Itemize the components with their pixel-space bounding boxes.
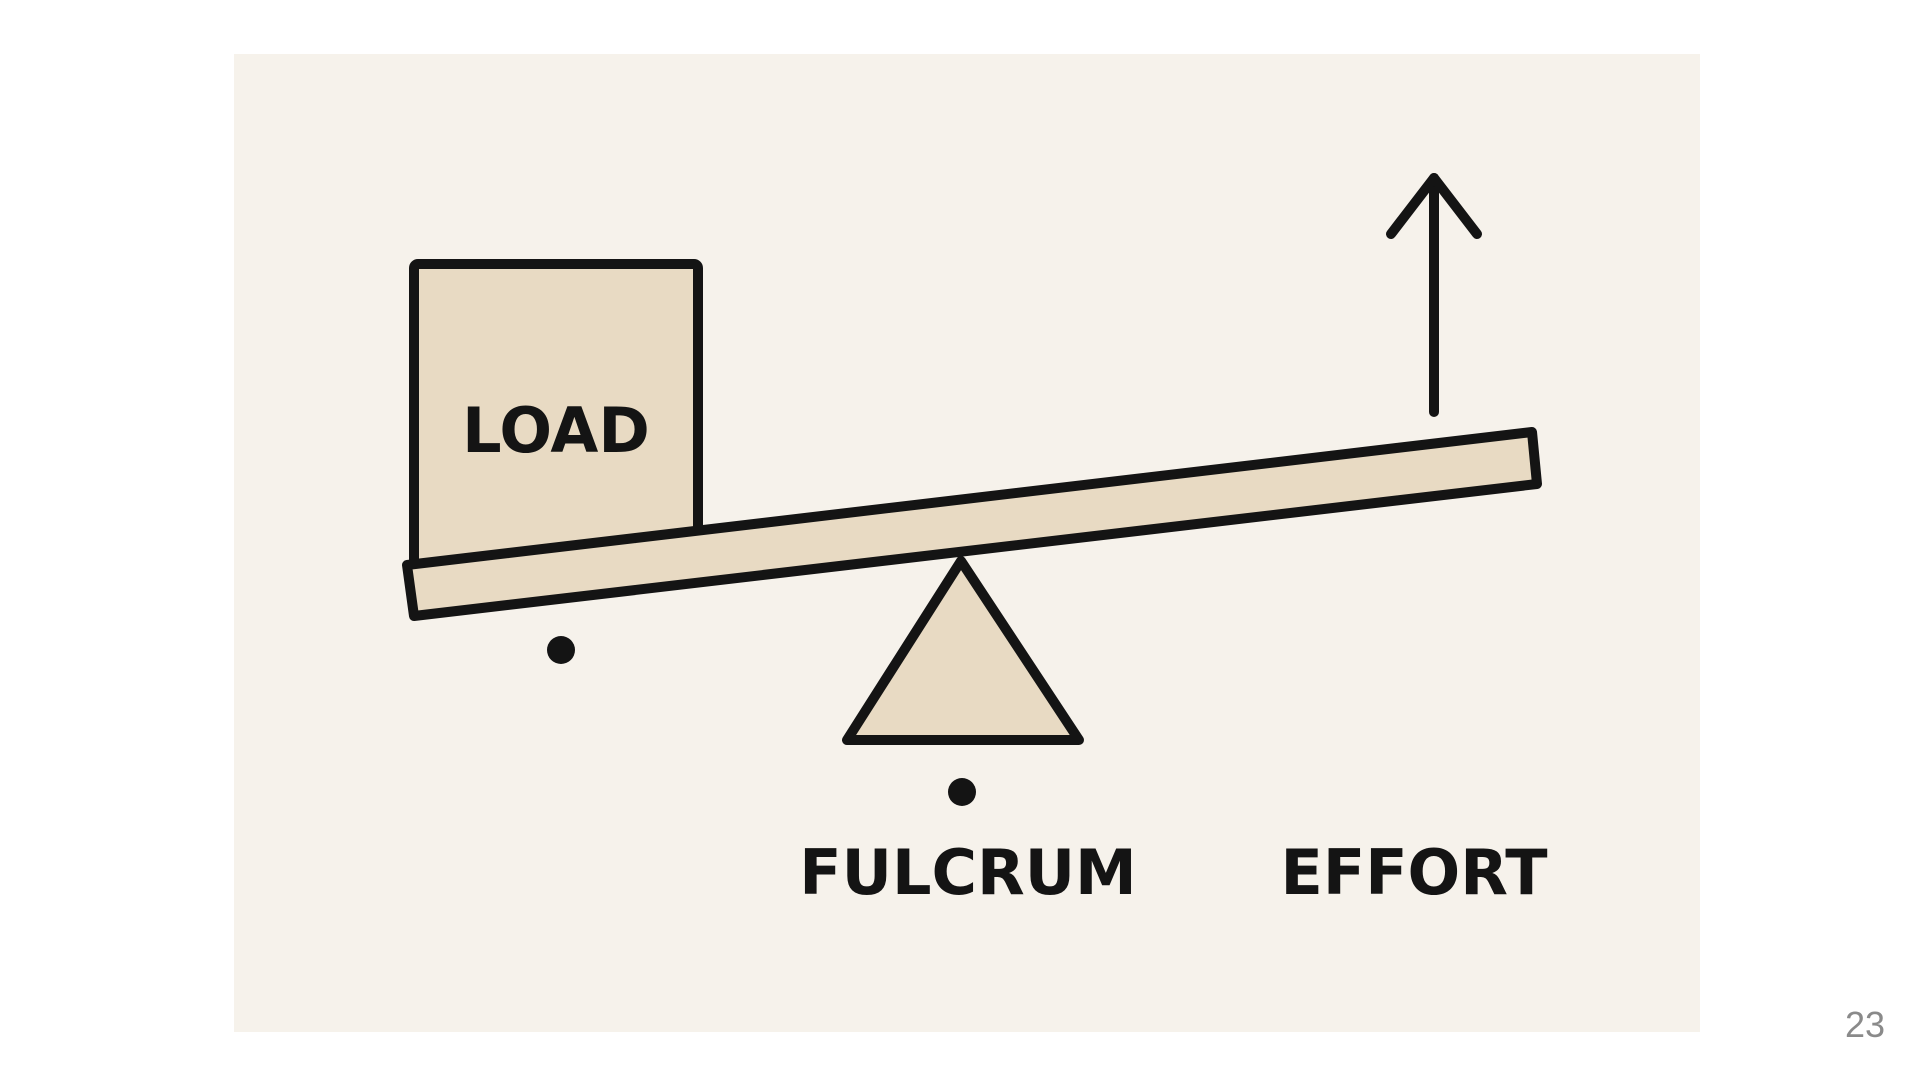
fulcrum-triangle — [842, 556, 1084, 745]
load-box: LOAD — [409, 259, 703, 584]
load-point-dot — [547, 636, 575, 664]
lever-beam — [402, 427, 1542, 621]
fulcrum-label: FULCRUM — [799, 836, 1137, 909]
page-number: 23 — [1844, 1004, 1885, 1045]
load-label: LOAD — [462, 394, 650, 467]
lever-diagram-panel: LOAD FULCRUM EFFORT — [234, 54, 1700, 1032]
effort-label: EFFORT — [1280, 836, 1547, 909]
lever-diagram: LOAD FULCRUM EFFORT — [402, 173, 1548, 909]
effort-arrow — [1386, 173, 1482, 417]
fulcrum-point-dot — [948, 778, 976, 806]
